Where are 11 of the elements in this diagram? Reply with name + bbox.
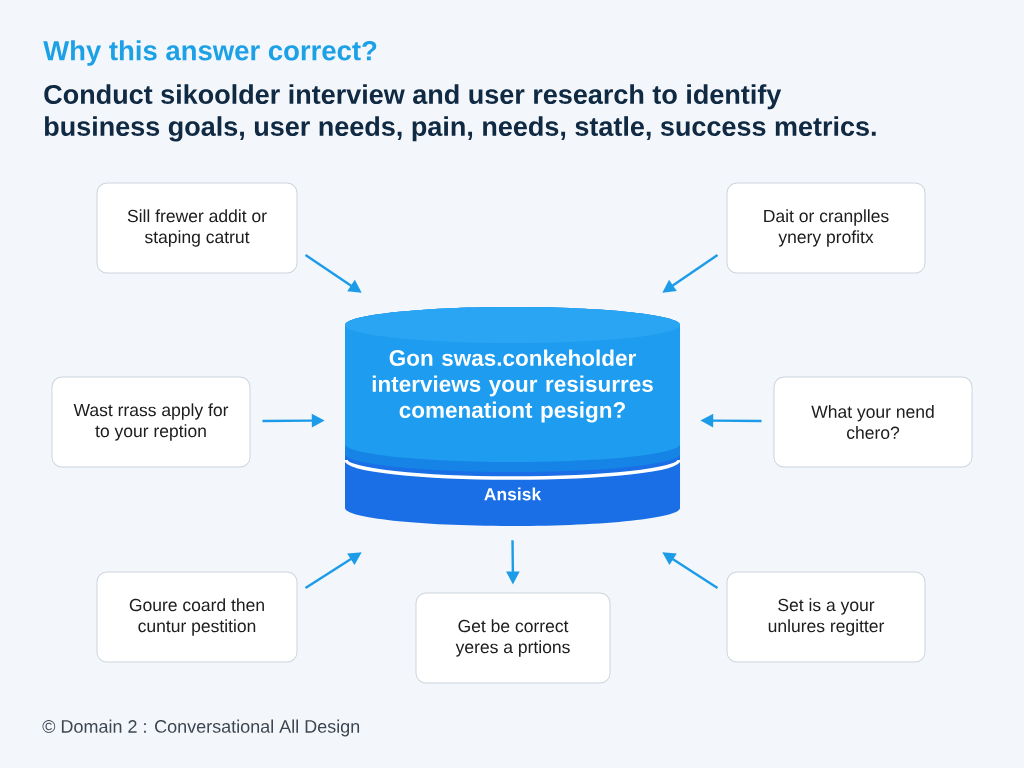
heading: Conduct sikoolder interview and user research to identify business goals, user needs, pain, needs, statle, success metrics.	[44, 84, 876, 142]
title: Why this answer correct?	[43, 40, 377, 66]
text-box: What your nend chero?	[773, 376, 973, 468]
text-box: Dait or cranplles ynery profitx	[726, 182, 926, 274]
text-box: Set is a your unlures regitter	[726, 571, 926, 663]
footer-text: © Domain 2 : Conversational All Design	[42, 719, 360, 737]
text-box: Sill frewer addit or staping catrut	[96, 182, 298, 274]
text-box: Wast rrass apply for to your reption	[51, 376, 251, 468]
cylinder-label: Ansisk	[484, 487, 542, 501]
text-box: Goure coard then cuntur pestition	[96, 571, 298, 663]
text-box: Get be correct yeres a prtions	[415, 592, 611, 684]
